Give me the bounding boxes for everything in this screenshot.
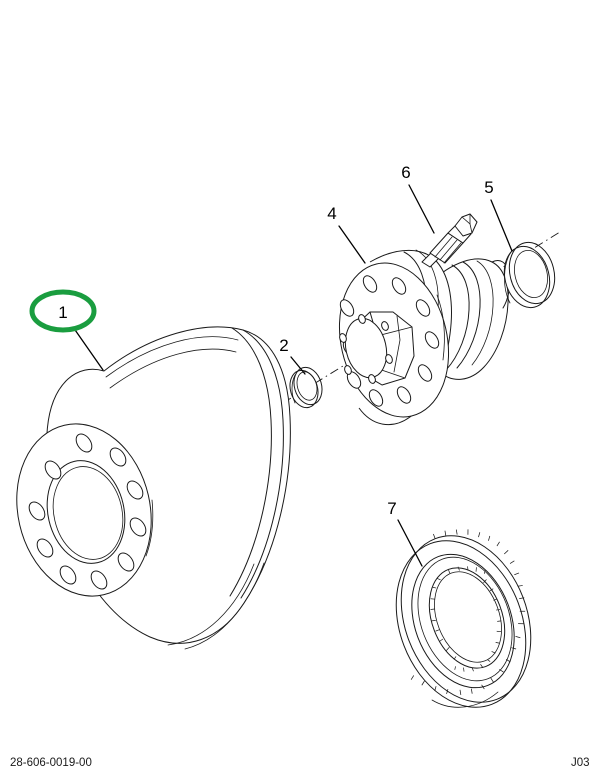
part-brake-drum xyxy=(16,326,291,650)
leader-6 xyxy=(408,184,435,234)
callout-number-7[interactable]: 7 xyxy=(387,499,396,518)
part-seal-ring xyxy=(503,241,556,309)
part-wheel-stud-bolt xyxy=(421,213,478,268)
callout-numbers: 1 2 4 5 6 7 xyxy=(58,163,493,518)
leader-4 xyxy=(338,225,366,264)
part-oil-seal-ring xyxy=(289,366,323,409)
tone-ring-inner-teeth xyxy=(430,566,502,672)
callout-number-6[interactable]: 6 xyxy=(401,163,410,182)
callout-number-5[interactable]: 5 xyxy=(484,178,493,197)
leader-5 xyxy=(490,199,513,252)
part-abs-tone-ring xyxy=(395,529,532,708)
footer-sheet-code: J03 xyxy=(571,757,590,769)
footer-part-number: 28-606-0019-00 xyxy=(10,757,92,769)
callout-number-2[interactable]: 2 xyxy=(279,336,288,355)
callout-leader-lines xyxy=(72,184,513,567)
tone-ring-outer-teeth xyxy=(410,529,526,695)
callout-number-4[interactable]: 4 xyxy=(327,204,336,223)
leader-2 xyxy=(290,356,306,375)
drum-bolt-holes xyxy=(28,433,147,590)
tone-ring-outer xyxy=(400,535,532,703)
leader-7 xyxy=(397,519,423,567)
hub-nut-lock-holes xyxy=(339,314,393,384)
part-wheel-hub xyxy=(338,249,511,426)
highlight-ellipse-part-1 xyxy=(29,289,97,333)
leader-1 xyxy=(72,326,104,371)
callout-number-1[interactable]: 1 xyxy=(58,303,67,322)
